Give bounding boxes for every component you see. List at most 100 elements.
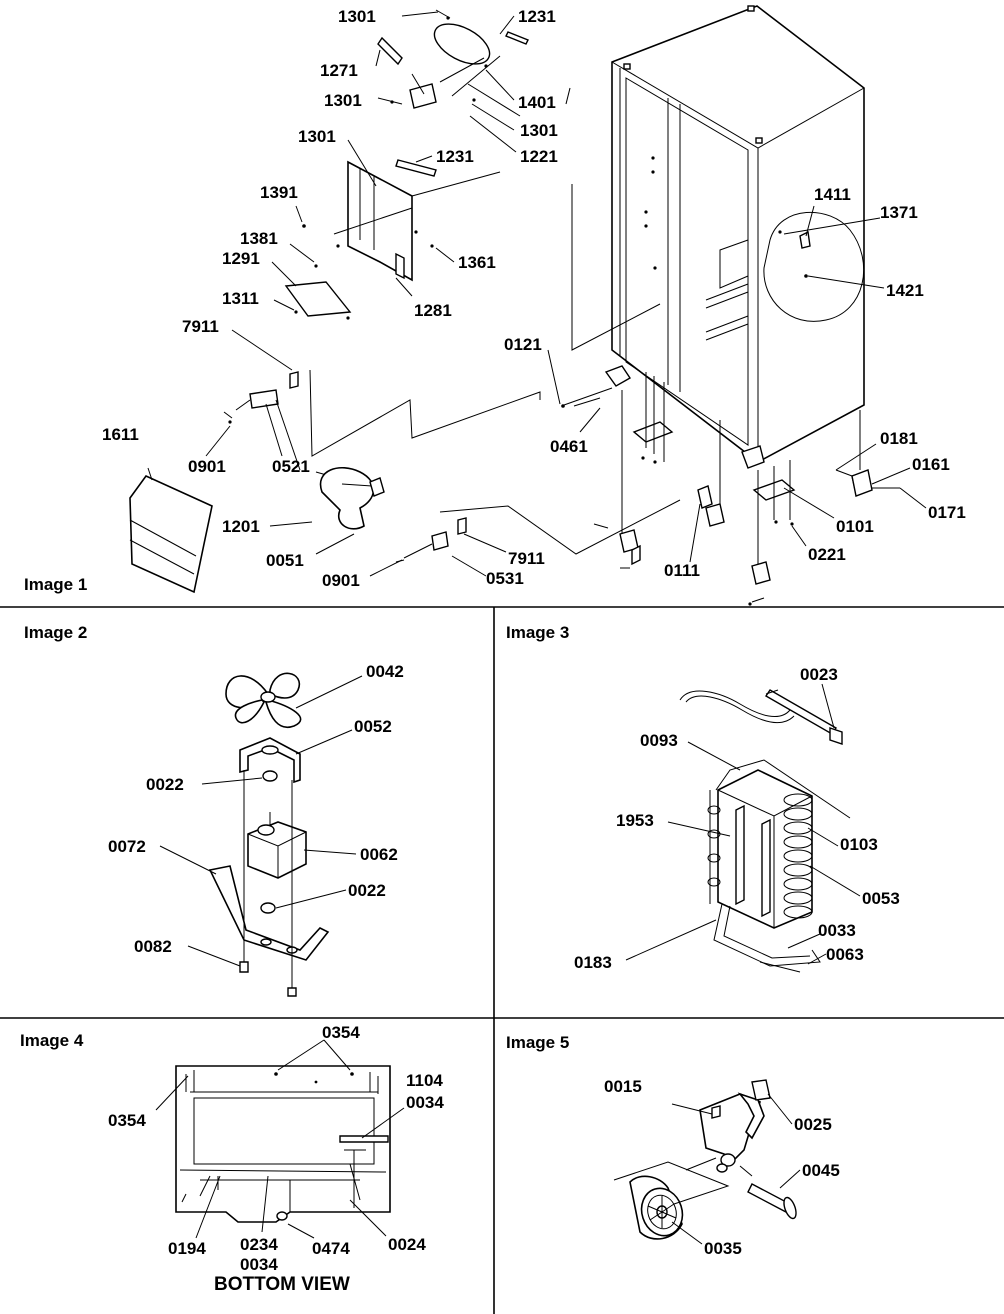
image-1-caption: Image 1	[24, 575, 87, 594]
fan-cover-assembly	[377, 9, 529, 117]
panel-image-5: Image 5	[506, 1033, 840, 1258]
label-7911-b: 7911	[508, 549, 545, 568]
panel-dividers	[0, 606, 1004, 1314]
fan-blade	[225, 672, 302, 729]
label-0181: 0181	[880, 429, 918, 448]
image-5-caption: Image 5	[506, 1033, 569, 1052]
label-1401: 1401	[518, 93, 556, 112]
label-1281: 1281	[414, 301, 452, 320]
label-0354-top: 0354	[322, 1023, 360, 1042]
image-4-leader-lines	[155, 1039, 405, 1239]
label-0072: 0072	[108, 837, 146, 856]
panel-image-4: Image 4	[20, 1023, 444, 1295]
label-0103: 0103	[840, 835, 878, 854]
label-0052: 0052	[354, 717, 392, 736]
image-3-caption: Image 3	[506, 623, 569, 642]
label-1231-a: 1231	[518, 7, 556, 26]
label-1381: 1381	[240, 229, 278, 248]
drain-assembly	[319, 467, 385, 530]
label-0053: 0053	[862, 889, 900, 908]
label-0531: 0531	[486, 569, 524, 588]
evaporator-core	[707, 759, 851, 929]
grommet-lower	[260, 902, 276, 914]
label-1201: 1201	[222, 517, 260, 536]
label-1391: 1391	[260, 183, 298, 202]
defrost-heater-loop	[713, 903, 821, 973]
label-0121: 0121	[504, 335, 542, 354]
label-0062: 0062	[360, 845, 398, 864]
label-0033: 0033	[818, 921, 856, 940]
label-0034-a: 0034	[406, 1093, 444, 1112]
label-0171: 0171	[928, 503, 966, 522]
label-0015: 0015	[604, 1077, 642, 1096]
label-1104: 1104	[406, 1071, 443, 1090]
fan-motor	[247, 812, 307, 879]
damper-callout	[763, 211, 865, 322]
label-0101: 0101	[836, 517, 874, 536]
label-0194: 0194	[168, 1239, 206, 1258]
label-1421: 1421	[886, 281, 924, 300]
label-7911-a: 7911	[182, 317, 219, 336]
image-3-leader-lines	[625, 683, 861, 965]
bottom-view-title: BOTTOM VIEW	[214, 1274, 350, 1295]
label-0901-b: 0901	[322, 571, 360, 590]
roller-wheel	[629, 1175, 684, 1240]
label-0023: 0023	[800, 665, 838, 684]
label-0474: 0474	[312, 1239, 350, 1258]
label-0221: 0221	[808, 545, 846, 564]
label-0063: 0063	[826, 945, 864, 964]
panel-image-2: Image 2	[24, 623, 404, 997]
cabinet-drawing	[561, 5, 900, 606]
label-1221: 1221	[520, 147, 558, 166]
grommet-upper	[262, 770, 278, 782]
screws-lower	[239, 961, 297, 997]
label-0521: 0521	[272, 457, 310, 476]
label-1301-d: 1301	[298, 127, 336, 146]
kickplate	[129, 475, 213, 594]
label-0461: 0461	[550, 437, 588, 456]
image-1-leader-lines	[147, 11, 927, 577]
roller-bracket	[699, 1079, 771, 1162]
image-2-caption: Image 2	[24, 623, 87, 642]
exploded-guides	[613, 1157, 753, 1205]
label-0111: 0111	[664, 561, 700, 580]
label-0093: 0093	[640, 731, 678, 750]
label-1301-c: 1301	[520, 121, 558, 140]
image-2-leader-lines	[159, 675, 363, 967]
image-5-leader-lines	[671, 1093, 801, 1245]
label-0901-a: 0901	[188, 457, 226, 476]
panel-image-3: Image 3	[506, 623, 900, 973]
motor-bracket-lower	[208, 865, 330, 961]
axle-pin	[716, 1153, 797, 1220]
label-1231-b: 1231	[436, 147, 474, 166]
motor-bracket-upper	[239, 737, 301, 784]
label-1271: 1271	[320, 61, 358, 80]
label-1611: 1611	[102, 425, 139, 444]
label-1953: 1953	[616, 811, 654, 830]
hinge-assembly-right	[631, 469, 873, 566]
label-0035: 0035	[704, 1239, 742, 1258]
label-0022-a: 0022	[146, 775, 184, 794]
label-0042: 0042	[366, 662, 404, 681]
label-0082: 0082	[134, 937, 172, 956]
label-1411: 1411	[814, 185, 851, 204]
defrost-heater-wire	[679, 689, 843, 745]
label-0183: 0183	[574, 953, 612, 972]
label-0024: 0024	[388, 1235, 426, 1254]
label-1361: 1361	[458, 253, 496, 272]
label-1301-b: 1301	[324, 91, 362, 110]
hinge-assembly-left	[223, 371, 467, 563]
label-1371: 1371	[880, 203, 918, 222]
coil-fins	[707, 793, 813, 919]
label-0161: 0161	[912, 455, 950, 474]
label-0354-left: 0354	[108, 1111, 146, 1130]
label-0051: 0051	[266, 551, 304, 570]
label-0022-b: 0022	[348, 881, 386, 900]
evaporator-cover-assembly	[284, 159, 501, 320]
label-1291: 1291	[222, 249, 260, 268]
label-1311: 1311	[222, 289, 259, 308]
label-0025: 0025	[794, 1115, 832, 1134]
label-1301-a: 1301	[338, 7, 376, 26]
label-0045: 0045	[802, 1161, 840, 1180]
